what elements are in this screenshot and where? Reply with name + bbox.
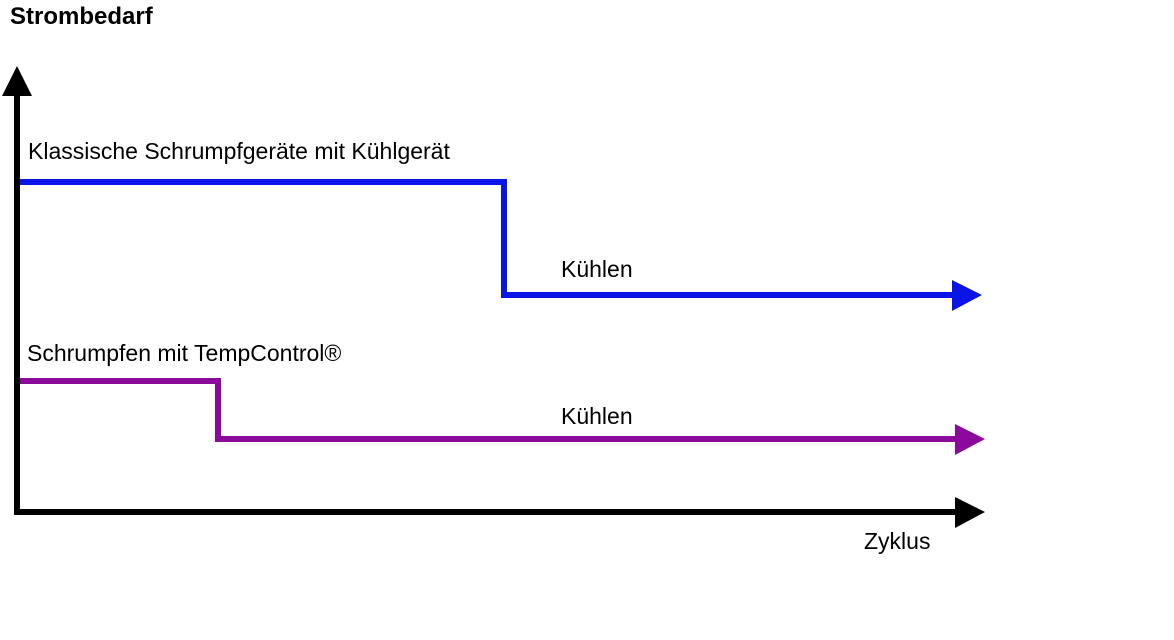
tempcontrol-cooling-label: Kühlen — [561, 403, 633, 429]
x-axis-arrowhead — [955, 497, 985, 528]
x-axis-label: Zyklus — [864, 528, 931, 554]
tempcontrol-line — [20, 378, 958, 442]
tempcontrol-arrowhead — [955, 424, 985, 455]
classic-line-label: Klassische Schrumpfgeräte mit Kühlgerät — [28, 138, 450, 164]
classic-shrink-device-line — [20, 179, 955, 298]
classic-shrink-device-arrowhead — [952, 280, 982, 311]
classic-cooling-label: Kühlen — [561, 256, 633, 282]
y-axis-title: Strombedarf — [10, 3, 153, 30]
y-axis-arrowhead — [2, 66, 32, 96]
tempcontrol-line-label: Schrumpfen mit TempControl® — [27, 340, 342, 366]
